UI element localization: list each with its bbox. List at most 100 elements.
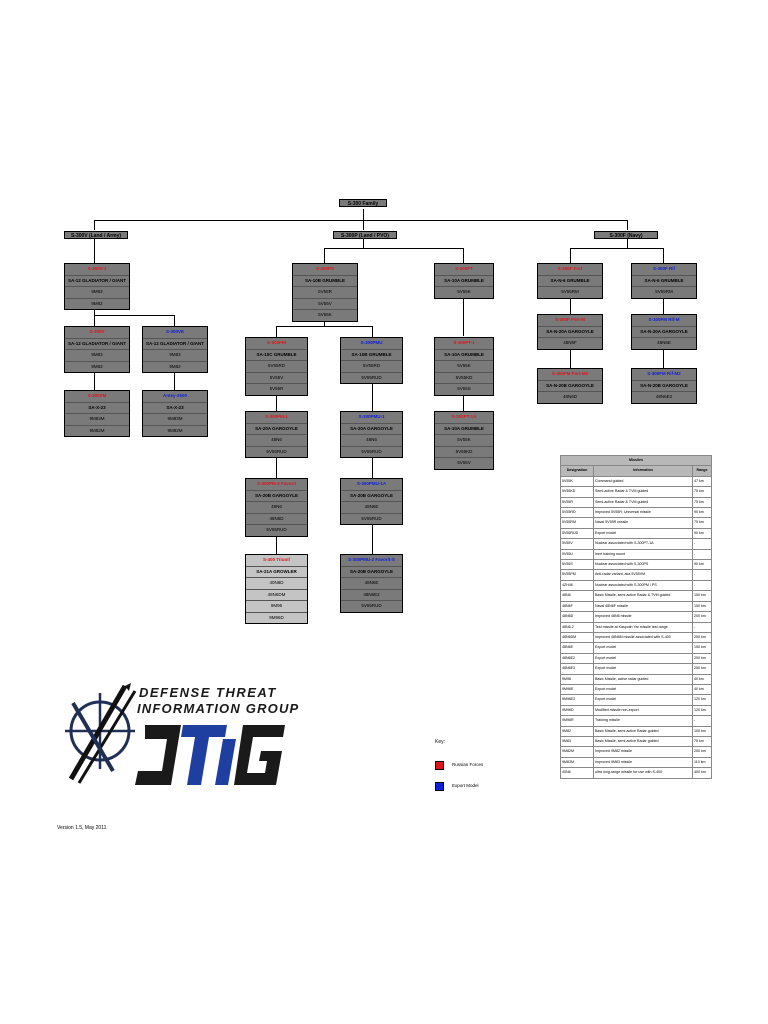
- node-s300pmu: S-300PMU SA-10B GRUMBLE 5V55RD 5V55RUD: [340, 337, 403, 384]
- top-bar: [94, 220, 627, 221]
- pvo-pt-drop: [463, 248, 464, 263]
- export-label: Export Model: [452, 783, 479, 788]
- information-cell: Modified missile non-export: [593, 704, 693, 717]
- missile-label: 9M82M: [89, 427, 105, 433]
- nato-name: SA-X-23: [65, 403, 129, 414]
- dtig-logo: DEFENSE THREAT INFORMATION GROUP: [65, 683, 305, 793]
- information-cell: ultra long-range missile for use with S-…: [593, 767, 693, 779]
- designation-cell: 48N6F: [560, 600, 594, 613]
- designation-cell: 9M96: [560, 673, 594, 685]
- missile-label: 48N6DM: [246, 590, 307, 601]
- missile-label: 48N6E2: [341, 590, 402, 601]
- range-cell: 200 km: [692, 746, 712, 758]
- node-s300fm-fort-m2: S-300FM Fort-M2 SA-N-20B GARGOYLE 48N6D: [537, 368, 603, 404]
- designation-cell: 40N6: [560, 767, 594, 779]
- missile-label: 5V55R: [293, 287, 357, 299]
- node-s300ve: S-300VE SA-12 GLADIATOR / GIANT 9M83 9M8…: [142, 326, 208, 373]
- node-name: S-300F Fort: [538, 264, 602, 276]
- node-name: S-300PMU-1: [341, 412, 402, 424]
- missile-label: 9M83: [65, 287, 129, 299]
- range-cell: 110 km: [692, 756, 712, 769]
- range-cell: 200 km: [692, 611, 712, 623]
- pmu1-pmu1a: [372, 454, 373, 478]
- designation-cell: 5V55RUD: [560, 527, 594, 540]
- ps-pmu-drop: [372, 326, 373, 337]
- node-name: S-300PMU: [341, 338, 402, 350]
- designation-cell: 9M96R: [560, 715, 594, 727]
- information-cell: Export model: [593, 642, 693, 654]
- missile-label: 5V55RUD: [266, 527, 287, 532]
- range-cell: 100 km: [692, 725, 712, 737]
- missile-label: 48N6: [341, 435, 402, 447]
- range-cell: 150 km: [692, 642, 712, 654]
- information-cell: Naval 5V55R missile: [593, 517, 693, 529]
- pt1-pt1a: [463, 390, 464, 411]
- designation-cell: 9M96E: [560, 683, 594, 696]
- missile-label: 9M96: [246, 601, 307, 613]
- nato-name: SA-12 GLADIATOR / GIANT: [65, 339, 129, 350]
- node-s300pt: S-300PT SA-10A GRUMBLE 5V55K: [434, 263, 494, 299]
- node-name: S-300VE: [143, 327, 207, 339]
- missile-label: 5V55RUD: [361, 603, 382, 608]
- key-title: Key:: [435, 739, 446, 745]
- information-cell: Improved 5V55R; Universal missile: [593, 507, 693, 519]
- pvo-bar: [324, 248, 464, 249]
- nato-name: SA-N-6 GRUMBLE: [632, 276, 696, 287]
- missile-label: 9M83: [143, 350, 207, 362]
- missile-label: 5V55V: [246, 373, 307, 384]
- information-cell: Anti-radar variant, aka 5V55VM: [593, 569, 693, 581]
- nato-name: SA-N-20A GARGOYLE: [538, 327, 602, 338]
- designation-cell: 9M83: [560, 735, 594, 748]
- node-name: Antey-2500: [143, 391, 207, 403]
- range-cell: 75 km: [692, 486, 712, 498]
- information-cell: Export model: [593, 694, 693, 706]
- designation-cell: 5V55S: [560, 559, 594, 571]
- drop-pvo: [363, 220, 364, 230]
- range-cell: 200 km: [692, 652, 712, 665]
- information-cell: Test missile at Kasputin Yar missile tes…: [593, 621, 693, 633]
- node-s300pt1: S-300PT-1 SA-10A GRUMBLE 5V55K 5V55KD 5V…: [434, 337, 494, 396]
- missile-label: 48N6: [246, 435, 307, 447]
- pt-pt1: [463, 294, 464, 336]
- information-cell: Semi-active Radar & TVM guided: [593, 496, 693, 509]
- trunk-line: [363, 209, 364, 220]
- node-s300pm1: S-300PM-1 SA-20A GARGOYLE 48N6 5V55RUD: [245, 411, 308, 458]
- designation-cell: 9M82M: [560, 746, 594, 758]
- nato-name: SA-10A GRUMBLE: [435, 276, 493, 287]
- designation-cell: 5V55PM: [560, 569, 594, 581]
- column-header: Designation: [560, 465, 594, 477]
- army-ve-antey: [174, 370, 175, 390]
- missile-label: 48N6E: [341, 578, 402, 590]
- navy-f-drop: [570, 248, 571, 263]
- drop-army: [94, 220, 95, 230]
- logo-line-2: INFORMATION GROUP: [137, 701, 300, 716]
- range-cell: 150 km: [692, 600, 712, 613]
- designation-cell: 9M82: [560, 725, 594, 737]
- army-v-vm: [94, 370, 95, 390]
- fm-fm2: [570, 347, 571, 368]
- missile-label: 5V55K: [435, 361, 493, 373]
- node-name: S-300FM Fort-M2: [538, 369, 602, 381]
- node-s300v: S-300V SA-12 GLADIATOR / GIANT 9M83 9M82: [64, 326, 130, 373]
- missile-label: 48N6E: [657, 340, 671, 345]
- designation-cell: 9M83M: [560, 756, 594, 769]
- designation-cell: 9M96D: [560, 704, 594, 717]
- node-name: S-300PM-1: [246, 412, 307, 424]
- column-header: Information: [593, 465, 693, 477]
- node-name: S-300PS: [293, 264, 357, 276]
- missile-label: 48N6D: [562, 394, 577, 399]
- missile-label: 9M83M: [143, 414, 207, 426]
- designation-cell: 48N6DM: [560, 631, 594, 644]
- node-name: S-300PM: [246, 338, 307, 350]
- range-cell: -: [692, 715, 712, 727]
- missile-label: 5V55RUD: [266, 448, 287, 454]
